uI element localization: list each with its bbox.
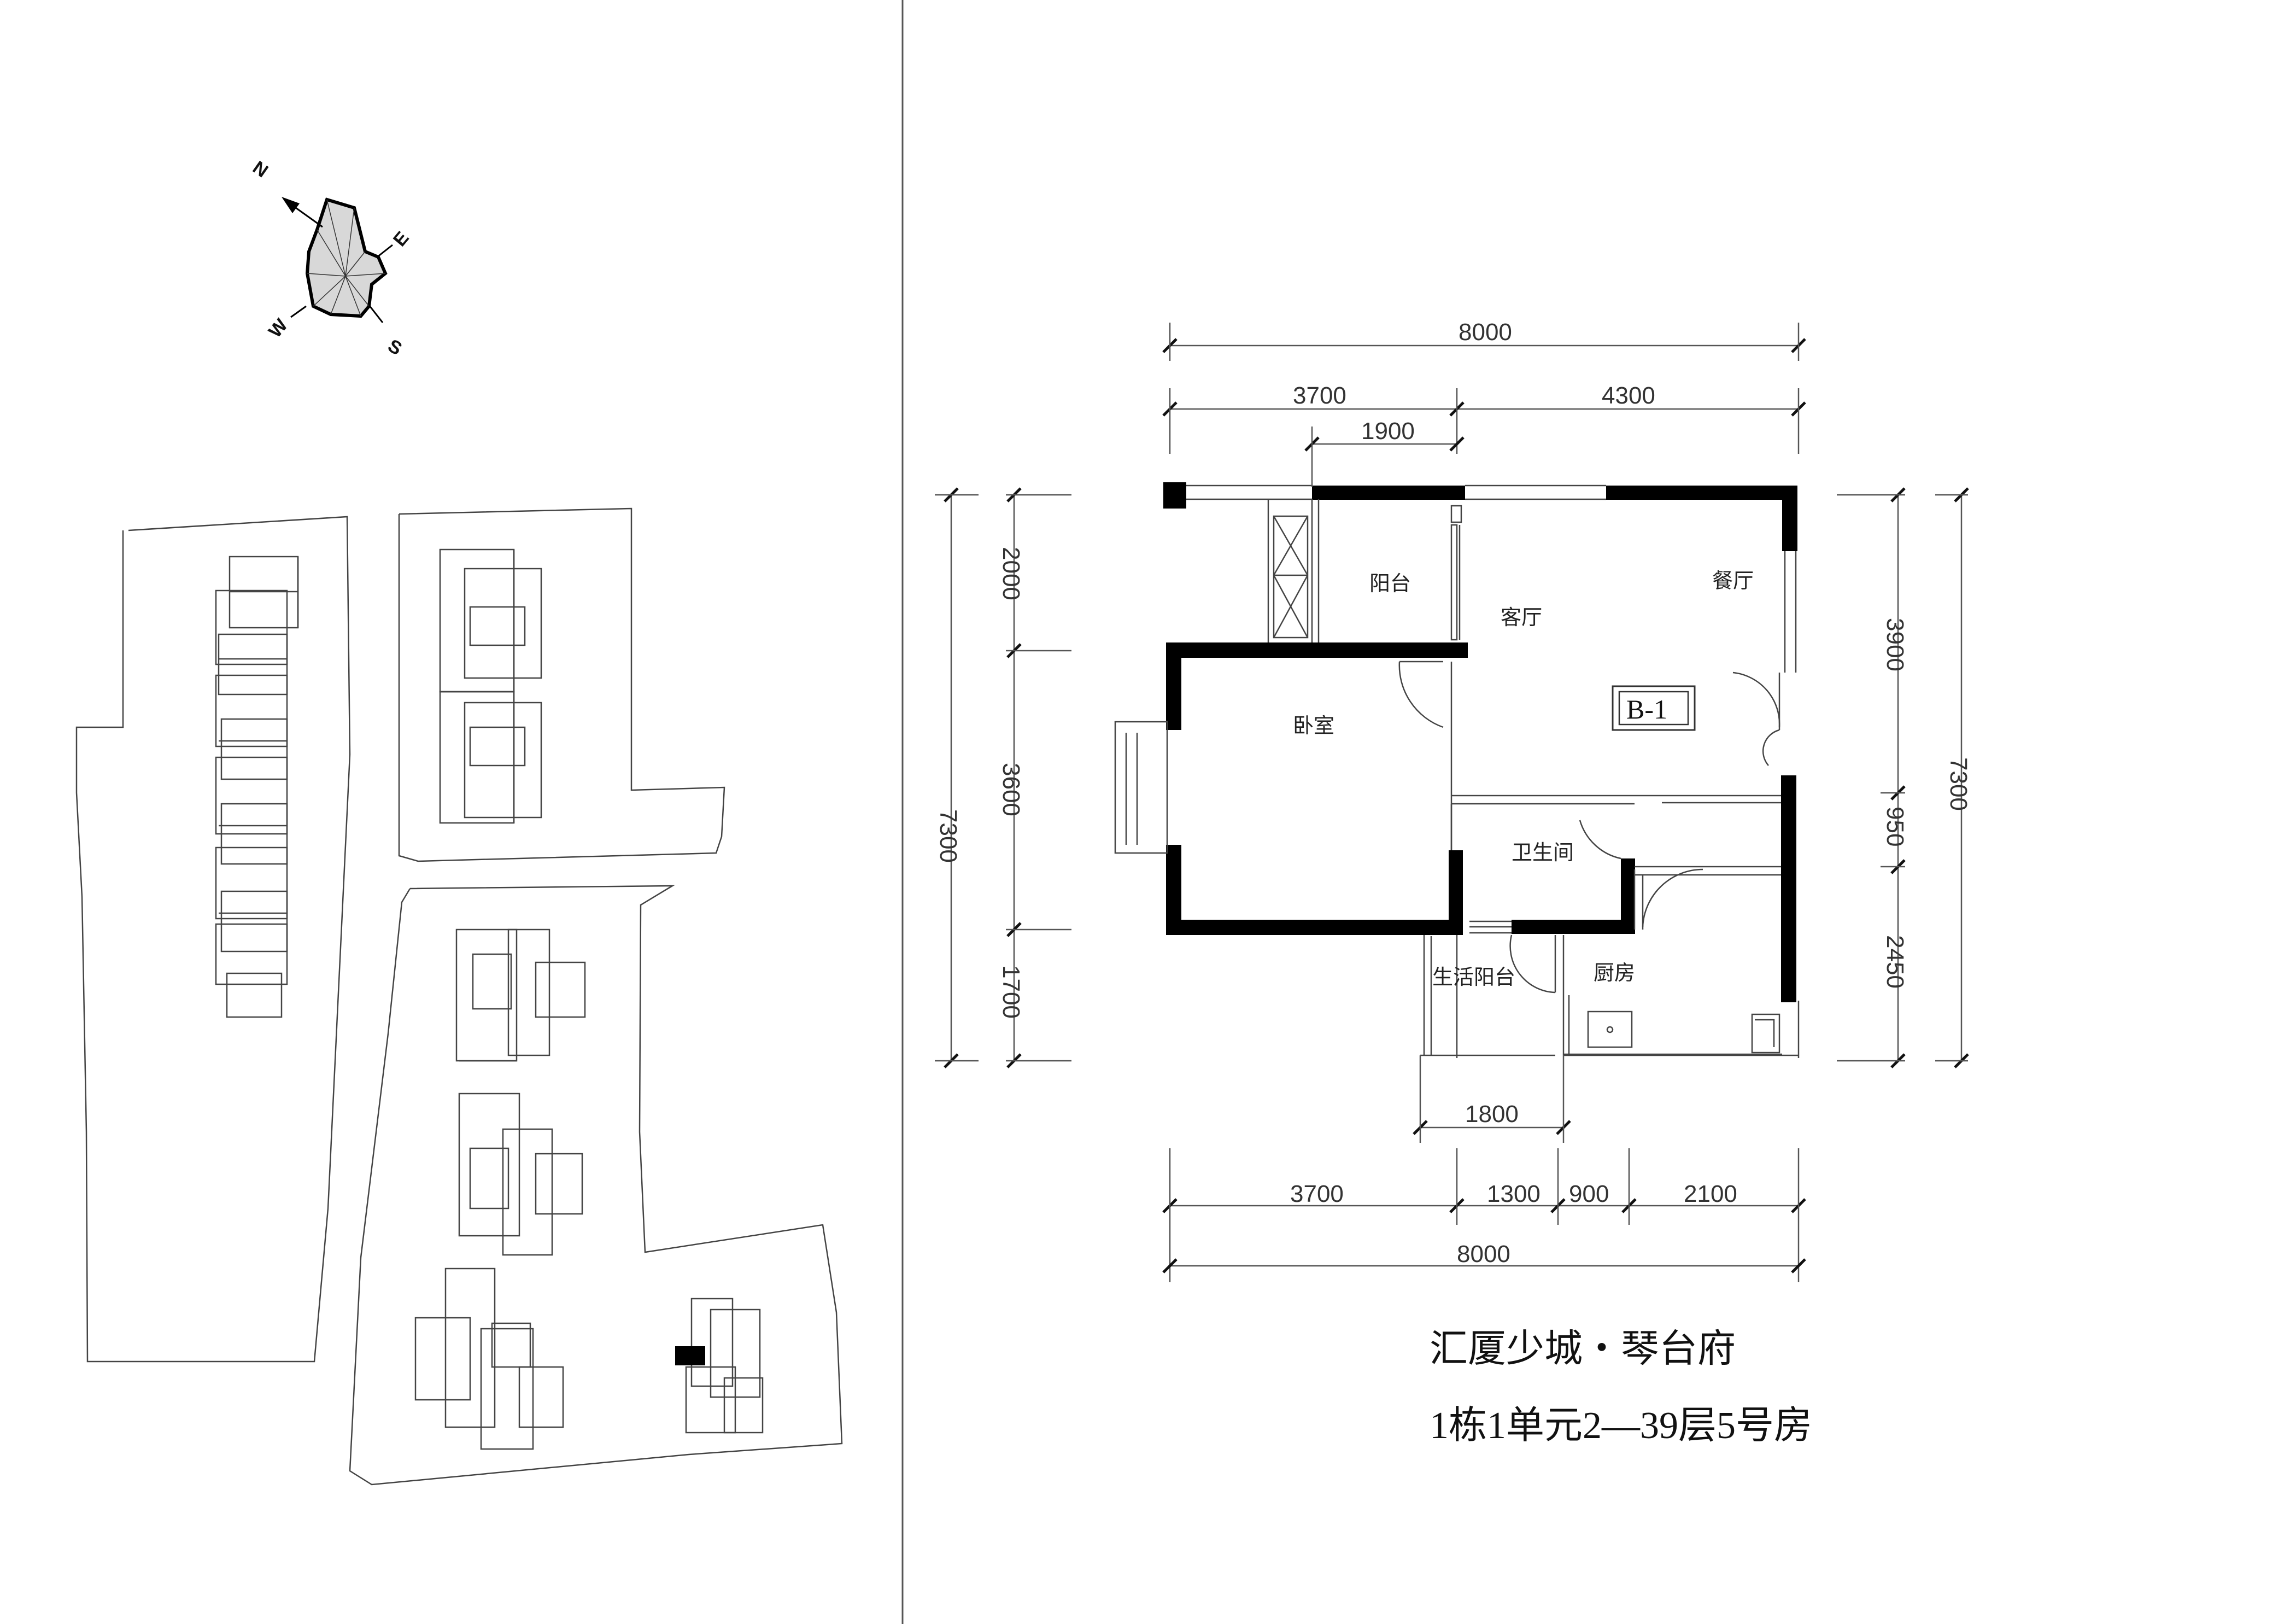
- room-label-living-room: 客厅: [1501, 606, 1542, 629]
- building-tower-south-2: [458, 1093, 583, 1256]
- dim-left-upper: 2000: [998, 547, 1024, 600]
- north-arrow-icon: [282, 197, 300, 213]
- dim-bottom-utility: 1800: [1465, 1101, 1519, 1128]
- compass-west: W: [265, 314, 292, 342]
- unit-type-box-inner: [1618, 691, 1689, 726]
- room-label-bedroom: 卧室: [1293, 715, 1334, 738]
- highlighted-unit-marker: [675, 1346, 705, 1365]
- dim-bottom-c: 900: [1569, 1181, 1609, 1207]
- dimension-lines: 8000 3700 4300 1900 7300 2000: [935, 319, 1972, 1282]
- compass-north: N: [249, 157, 272, 182]
- building-tower-south-4: [675, 1298, 764, 1434]
- room-label-bathroom: 卫生间: [1512, 842, 1574, 864]
- building-tower-north-east: [439, 548, 542, 824]
- dim-left-middle: 3600: [998, 763, 1024, 816]
- parcel-south: [349, 885, 843, 1486]
- building-tower-south-3: [414, 1267, 564, 1450]
- dim-right-upper: 3900: [1882, 618, 1908, 671]
- room-label-utility-balcony: 生活阳台: [1432, 966, 1515, 989]
- dim-bottom-a: 3700: [1290, 1181, 1344, 1207]
- unit-subtitle: 1栋1单元2—39层5号房: [1430, 1405, 1812, 1447]
- room-label-balcony: 阳台: [1369, 573, 1411, 595]
- kitchen-stove: [1751, 1013, 1780, 1054]
- parcel-north-east: [398, 507, 725, 862]
- dim-top-right: 4300: [1602, 382, 1655, 409]
- unit-type-box-outer: [1612, 685, 1696, 731]
- dim-bottom-total: 8000: [1457, 1241, 1510, 1267]
- parcel-west: [75, 516, 351, 1363]
- building-tower-west: [215, 556, 299, 1018]
- dim-top-balcony: 1900: [1361, 418, 1415, 445]
- compass-rose: N E W S: [249, 157, 413, 359]
- storage-rack: [1273, 515, 1309, 639]
- site-plan: [75, 507, 843, 1486]
- compass-east: E: [389, 227, 413, 250]
- unit-floor-plan: B-1 阳台 客厅 餐厅 卧室 卫生间 生活阳台 厨房: [1114, 482, 1800, 1058]
- dim-bottom-b: 1300: [1487, 1181, 1541, 1207]
- dim-bottom-d: 2100: [1684, 1181, 1737, 1207]
- wind-rose-shape: [305, 197, 388, 318]
- unit-type-label: B-1: [1626, 694, 1667, 725]
- dim-right-lower: 2450: [1882, 935, 1908, 989]
- room-label-kitchen: 厨房: [1594, 962, 1635, 985]
- dim-right-total: 7300: [1945, 757, 1972, 811]
- kitchen-sink: [1587, 1010, 1633, 1048]
- dim-left-lower: 1700: [998, 965, 1024, 1019]
- wall-corner-column: [1163, 482, 1186, 509]
- dim-right-middle: 950: [1882, 807, 1908, 846]
- building-tower-south-1: [455, 928, 586, 1062]
- project-title: 汇厦少城・琴台府: [1430, 1328, 1736, 1370]
- compass-south: S: [384, 335, 406, 359]
- dim-top-left: 3700: [1293, 382, 1346, 409]
- dim-left-total: 7300: [935, 809, 962, 863]
- dim-top-total: 8000: [1459, 319, 1512, 346]
- room-label-dining-room: 餐厅: [1712, 570, 1754, 593]
